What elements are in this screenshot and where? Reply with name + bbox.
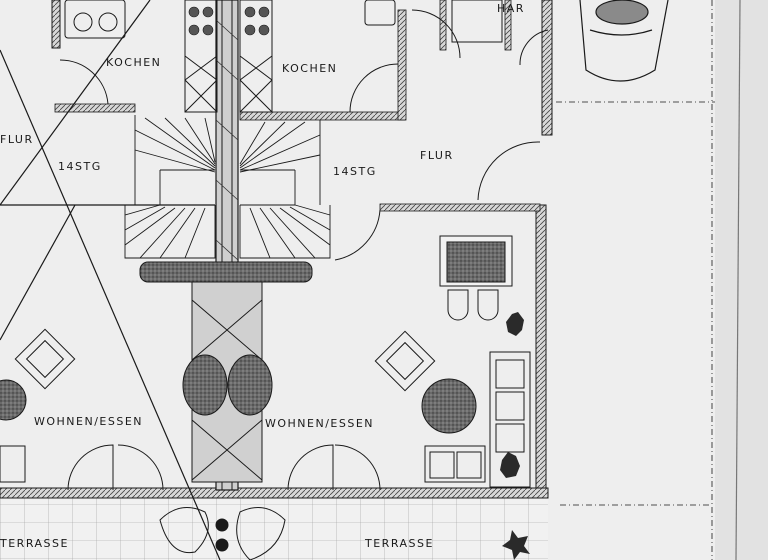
stove-icon bbox=[188, 6, 270, 36]
diagonal-lines bbox=[0, 0, 221, 560]
label-terrace-left: TERRASSE bbox=[0, 537, 69, 550]
car-icon bbox=[579, 0, 669, 82]
terrace-paving bbox=[0, 498, 548, 560]
interior-walls bbox=[54, 0, 541, 212]
kitchen-right-counter bbox=[239, 0, 273, 113]
kitchen-left-counter bbox=[184, 0, 218, 113]
label-hall-right: FLUR bbox=[420, 149, 454, 162]
label-kitchen-left: KOCHEN bbox=[106, 56, 161, 69]
door-swings bbox=[59, 9, 549, 491]
chimney-block bbox=[139, 261, 313, 483]
sink-icon bbox=[64, 0, 503, 43]
carport-outline bbox=[556, 0, 715, 560]
outer-walls bbox=[0, 0, 553, 499]
label-har: HAR bbox=[497, 2, 525, 15]
sofa-icon bbox=[0, 351, 531, 488]
paper-edge bbox=[735, 0, 741, 560]
label-stairs-left: 14STG bbox=[58, 160, 102, 173]
label-terrace-right: TERRASSE bbox=[364, 537, 434, 550]
plant-icon bbox=[500, 312, 530, 560]
dining-table bbox=[439, 235, 513, 321]
staircase-icon bbox=[124, 115, 331, 259]
terrace-planters bbox=[159, 507, 286, 560]
label-hall-left: FLUR bbox=[0, 133, 34, 146]
paper-right-shadow bbox=[715, 0, 768, 560]
label-living-left: WOHNEN/ESSEN bbox=[34, 415, 143, 428]
label-living-right: WOHNEN/ESSEN bbox=[265, 417, 374, 430]
armchair-icon bbox=[14, 328, 436, 392]
round-table-icon bbox=[0, 378, 477, 434]
label-stairs-right: 14STG bbox=[333, 165, 377, 178]
label-kitchen-right: KOCHEN bbox=[282, 62, 337, 75]
